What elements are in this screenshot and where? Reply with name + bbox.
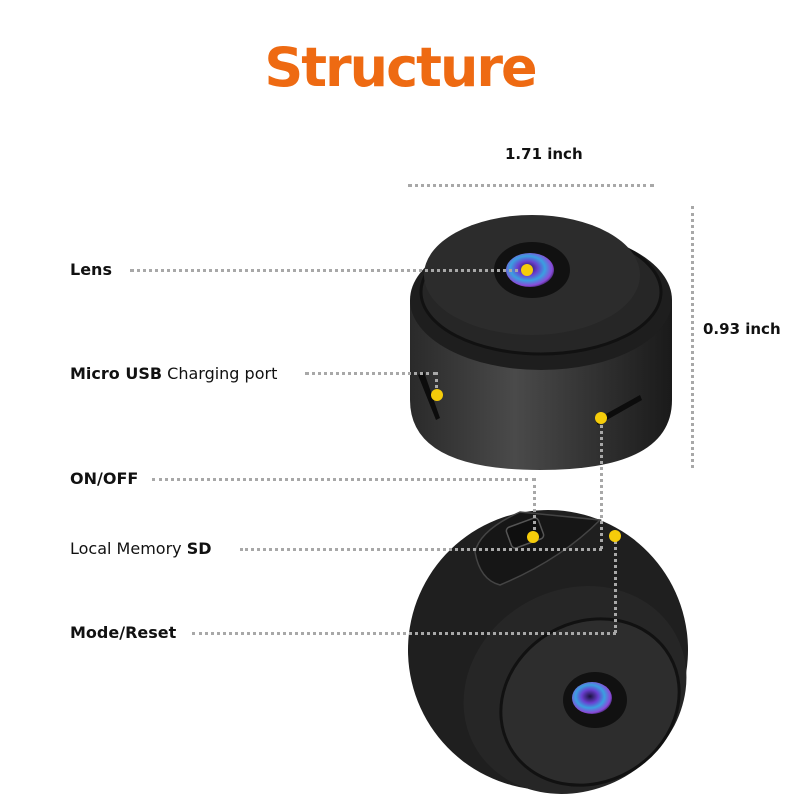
height-dimension-label: 0.93 inch [703, 320, 781, 338]
label-on-off: ON/OFF [70, 469, 139, 488]
width-dimension-line [408, 184, 654, 187]
label-micro-usb: Micro USB Charging port [70, 364, 278, 383]
marker-sd-slot [595, 412, 607, 424]
label-mode-reset: Mode/Reset [70, 623, 177, 642]
height-dimension-line [691, 206, 694, 468]
camera-top-view [410, 215, 672, 470]
leader-line-sd-rise [600, 418, 603, 549]
page-title: Structure [264, 36, 537, 99]
leader-line-micro-usb [305, 372, 437, 375]
leader-line-micro-usb-drop [435, 372, 438, 394]
leader-line-on-off-drop [533, 478, 536, 536]
leader-line-on-off [152, 478, 535, 481]
width-dimension-label: 1.71 inch [505, 145, 583, 163]
label-local-memory-sd: Local Memory SD [70, 539, 212, 558]
marker-micro-usb [431, 389, 443, 401]
camera-bottom-view [408, 510, 688, 794]
leader-line-lens [130, 269, 526, 272]
label-lens: Lens [70, 260, 112, 279]
marker-lens [521, 264, 533, 276]
leader-line-sd [240, 548, 602, 551]
leader-line-mode-reset [192, 632, 616, 635]
marker-on-off [527, 531, 539, 543]
leader-line-mode-reset-rise [614, 536, 617, 633]
marker-mode-reset [609, 530, 621, 542]
